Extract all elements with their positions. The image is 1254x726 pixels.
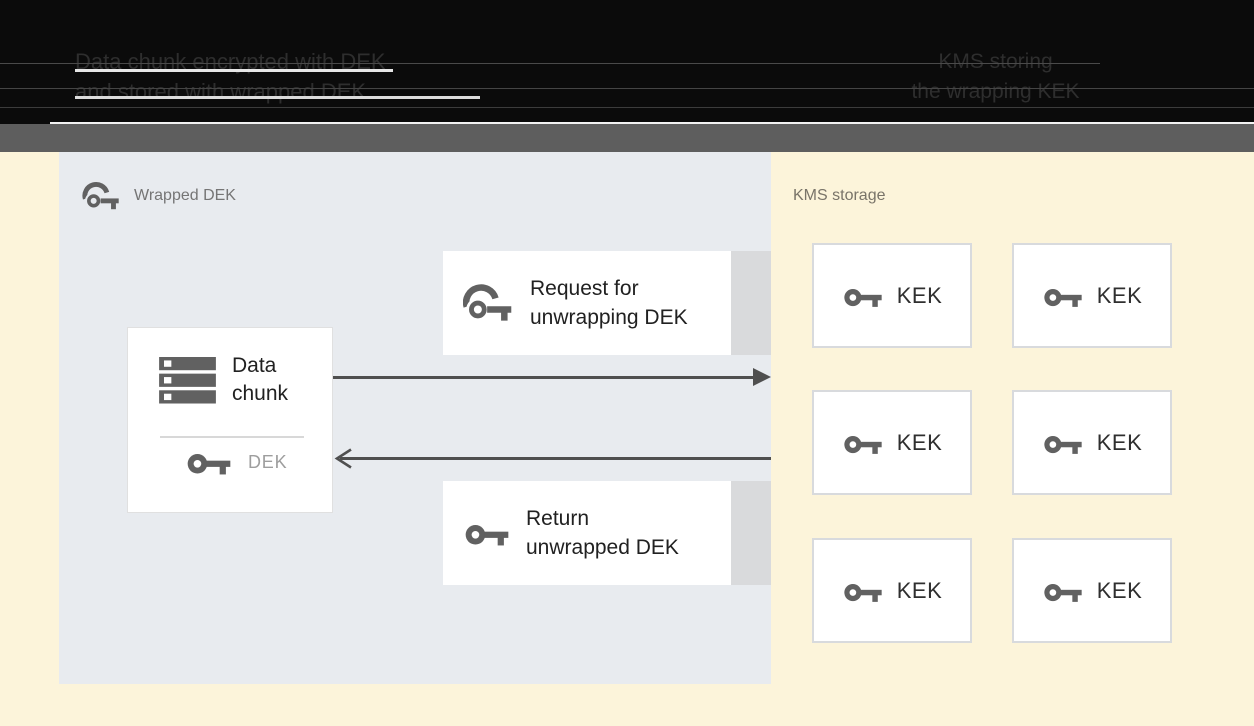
key-icon [1042,429,1084,457]
key-icon [1042,577,1084,605]
key-icon [842,429,884,457]
glitch-line [75,96,480,99]
request-box: Request for unwrapping DEK [443,251,731,355]
return-box-strip [731,481,771,585]
return-arrow-line [340,457,771,460]
right-caption: KMS storing the wrapping KEK [878,47,1113,107]
key-icon [842,282,884,310]
left-caption-line1: Data chunk encrypted with DEK [75,49,386,74]
glitch-line [75,69,393,72]
return-box-text: Return unwrapped DEK [526,504,679,562]
wrapped-key-icon [82,180,122,212]
data-chunk-box: Data chunk DEK [127,327,333,513]
gray-divider-band [0,124,1254,152]
glitch-line [0,107,1254,108]
request-box-line2: unwrapping DEK [530,306,688,329]
glitch-line [50,122,1254,124]
data-chunk-title-line1: Data [232,354,277,377]
request-arrow-line [333,376,757,379]
right-caption-line2: the wrapping KEK [911,80,1080,103]
key-icon [463,517,511,549]
kek-label: KEK [1096,577,1143,603]
key-icon [842,577,884,605]
kek-label: KEK [1096,429,1143,455]
kek-label: KEK [896,429,943,455]
kek-box: KEK [812,538,972,643]
request-box-strip [731,251,771,355]
kek-label: KEK [896,282,943,308]
data-chunk-title: Data chunk [232,352,288,408]
glitch-line [0,88,1254,89]
return-arrowhead-icon [334,448,352,469]
key-icon [1042,282,1084,310]
data-chunk-icon [159,357,216,404]
wrapped-dek-label-text: Wrapped DEK [134,187,236,204]
kms-storage-zone-label: KMS storage [793,187,886,204]
request-box-line1: Request for [530,277,639,300]
wrapped-key-icon [463,281,515,325]
kek-box: KEK [1012,538,1172,643]
return-box: Return unwrapped DEK [443,481,731,585]
data-chunk-title-line2: chunk [232,382,289,405]
kek-box: KEK [812,243,972,348]
kek-box: KEK [812,390,972,495]
caption-header: Data chunk encrypted with DEK and stored… [0,0,1254,124]
return-box-line1: Return [526,507,590,530]
dek-label: DEK [248,451,288,472]
kek-box: KEK [1012,243,1172,348]
kek-box: KEK [1012,390,1172,495]
request-arrowhead-icon [753,368,771,386]
return-box-line2: unwrapped DEK [526,536,679,559]
kek-label: KEK [1096,282,1143,308]
request-box-text: Request for unwrapping DEK [530,274,688,332]
left-caption-line2: and stored with wrapped DEK [75,79,367,104]
wrapped-dek-zone-label: Wrapped DEK [82,180,236,212]
kek-label: KEK [896,577,943,603]
right-caption-line1: KMS storing [938,50,1053,73]
key-icon [184,446,234,478]
dek-row: DEK [184,446,287,478]
divider [160,436,304,438]
glitch-line [0,63,1100,64]
